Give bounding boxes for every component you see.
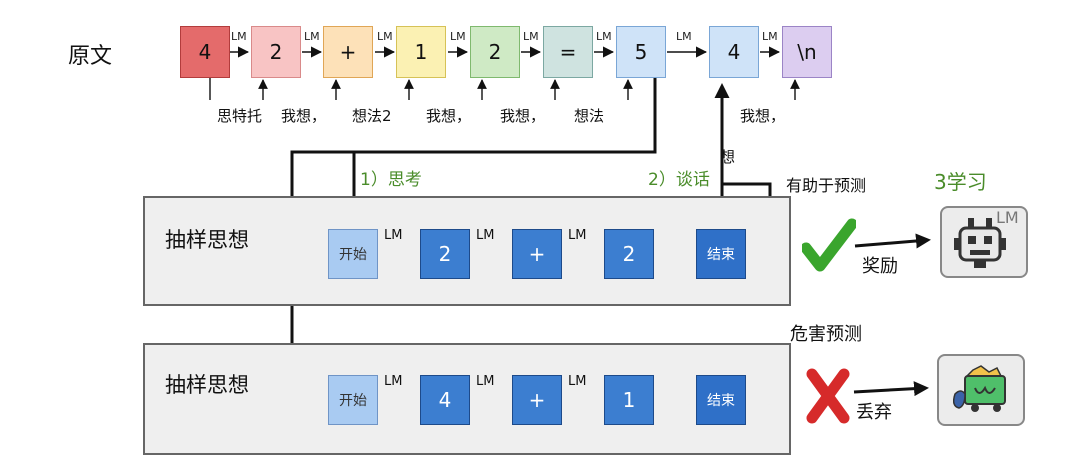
token-box: 5 [616,26,666,78]
step-think-label: 1）思考 [360,170,422,190]
thought-label: 我想， [500,107,546,125]
thought-token: 4 [420,375,470,425]
lm-label: LM [384,228,403,243]
learn-label: 3学习 [934,170,987,194]
check-icon [802,218,856,272]
lm-label: LM [304,30,320,43]
thought-token: 2 [420,229,470,279]
reward-arrow [854,233,931,249]
talk-line [722,182,772,196]
start-token: 开始 [328,375,378,425]
thought-token: 1 [604,375,654,425]
thought-label: 想法 [574,107,605,125]
start-token: 开始 [328,229,378,279]
robot-lm-label: LM [996,208,1019,227]
token-box: = [543,26,593,78]
cross-icon [806,368,850,424]
panel-title: 抽样思想 [165,228,249,252]
token-box: 4 [709,26,759,78]
discard-label: 丢弃 [856,402,892,423]
lm-label: LM [523,30,539,43]
end-token: 结束 [696,375,746,425]
panel-title: 抽样思想 [165,373,249,397]
think-char: 想 [720,148,736,166]
step-talk-label: 2）谈话 [648,170,710,190]
thought-label: 我想， [281,107,327,125]
thought-token: + [512,229,562,279]
lm-label: LM [476,228,495,243]
end-token: 结束 [696,229,746,279]
token-box: 4 [180,26,230,78]
lm-label: LM [596,30,612,43]
token-box: \n [782,26,832,78]
token-box: 2 [470,26,520,78]
thought-token: + [512,375,562,425]
robot-card: LM [940,206,1028,278]
thought-label: 我想， [740,107,786,125]
trash-card [937,354,1025,426]
lm-label: LM [676,30,692,43]
reward-label: 奖励 [862,256,898,277]
lm-label: LM [377,30,393,43]
thought-token: 2 [604,229,654,279]
original-label: 原文 [68,44,113,69]
lm-label: LM [568,228,587,243]
thought-label: 想法2 [352,107,392,125]
lm-label: LM [762,30,778,43]
robot-icon [954,218,1006,268]
token-box: 1 [396,26,446,78]
discard-arrow [853,381,929,397]
harmful-label: 危害预测 [790,324,862,345]
think-line [290,78,657,196]
lm-label: LM [450,30,466,43]
lm-label: LM [568,374,587,389]
token-box: + [323,26,373,78]
helpful-label: 有助于预测 [786,176,867,195]
trash-cart-icon [953,365,1006,412]
thought-label: 我想， [426,107,472,125]
thought-label: 思特托 [217,107,263,125]
lm-label: LM [476,374,495,389]
lm-label: LM [384,374,403,389]
token-box: 2 [251,26,301,78]
lm-label: LM [231,30,247,43]
